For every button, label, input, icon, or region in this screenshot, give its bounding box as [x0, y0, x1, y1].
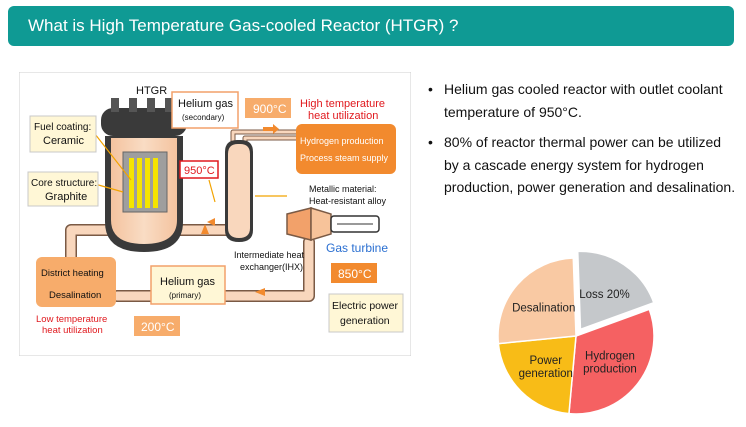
core-structure-box — [27, 171, 99, 207]
electric-power-box — [328, 293, 404, 333]
helium-primary-label: Helium gas — [160, 276, 216, 288]
bullet-item: 80% of reactor thermal power can be util… — [428, 131, 738, 199]
pie-slice-desalination — [497, 257, 577, 345]
high-temp-label-1: High temperature — [300, 98, 385, 110]
temp-850-box — [331, 263, 377, 283]
helium-primary-sub: (primary) — [169, 291, 201, 300]
pie-slice-loss-20 — [576, 250, 655, 331]
ihx-label-2: exchanger(IHX) — [240, 262, 303, 272]
low-temp-label-2: heat utilization — [42, 325, 103, 336]
callout-lines — [94, 133, 287, 203]
helium-secondary-label: Helium gas — [178, 98, 234, 110]
htgr-label: HTGR — [136, 85, 167, 97]
fuel-coating-box — [29, 115, 97, 153]
helium-secondary-sub: (secondary) — [182, 113, 225, 122]
temp-200-box — [134, 316, 180, 336]
bullet-list: Helium gas cooled reactor with outlet co… — [428, 78, 738, 207]
ihx-label-1: Intermediate heat — [234, 250, 305, 260]
core-structure-value: Graphite — [45, 191, 87, 203]
temp-850-label: 850°C — [338, 267, 372, 281]
temp-950-box — [179, 160, 219, 179]
low-temp-label-1: Low temperature — [36, 314, 107, 325]
arrow-left-icon — [207, 218, 215, 226]
pie-label: Loss 20% — [579, 289, 630, 301]
arrow-up-icon — [201, 224, 209, 234]
hydrogen-box — [296, 124, 396, 174]
process-steam-label: Process steam supply — [300, 153, 389, 163]
temp-900-label: 900°C — [253, 102, 287, 116]
gas-turbine — [286, 206, 380, 242]
hydrogen-production-label: Hydrogen production — [300, 136, 384, 146]
metallic-label-1: Metallic material: — [309, 184, 377, 194]
electric-power-label-1: Electric power — [332, 300, 398, 312]
pie-slice-hydrogen-production — [568, 308, 655, 415]
metallic-label-2: Heat-resistant alloy — [309, 196, 387, 206]
electric-power-label-2: generation — [340, 315, 390, 327]
bullet-item: Helium gas cooled reactor with outlet co… — [428, 78, 738, 123]
core-structure-label: Core structure: — [31, 178, 97, 189]
gas-turbine-label: Gas turbine — [326, 241, 388, 255]
pie-label: Desalination — [512, 303, 575, 315]
desalination-label: Desalination — [49, 290, 101, 301]
page-title: What is High Temperature Gas-cooled Reac… — [8, 6, 734, 46]
pie-slice-power-generation — [497, 335, 577, 415]
reactor-vessel — [101, 98, 187, 252]
temp-950-label: 950°C — [184, 165, 215, 177]
fuel-coating-value: Ceramic — [43, 135, 84, 147]
fuel-coating-label: Fuel coating: — [34, 122, 91, 133]
ihx-vessel — [225, 140, 253, 242]
district-heating-box — [36, 257, 116, 307]
temp-900-box — [245, 98, 291, 118]
helium-secondary-box — [171, 91, 239, 129]
helium-primary-box — [150, 265, 226, 305]
district-heating-label: District heating — [41, 268, 104, 279]
high-temp-label-2: heat utilization — [308, 110, 378, 122]
htgr-diagram: HTGR Fuel coating: Ceramic Core structur… — [19, 72, 411, 356]
arrow-right-icon — [263, 124, 279, 134]
temp-200-label: 200°C — [141, 320, 175, 334]
arrow-left-icon-2 — [255, 288, 265, 296]
